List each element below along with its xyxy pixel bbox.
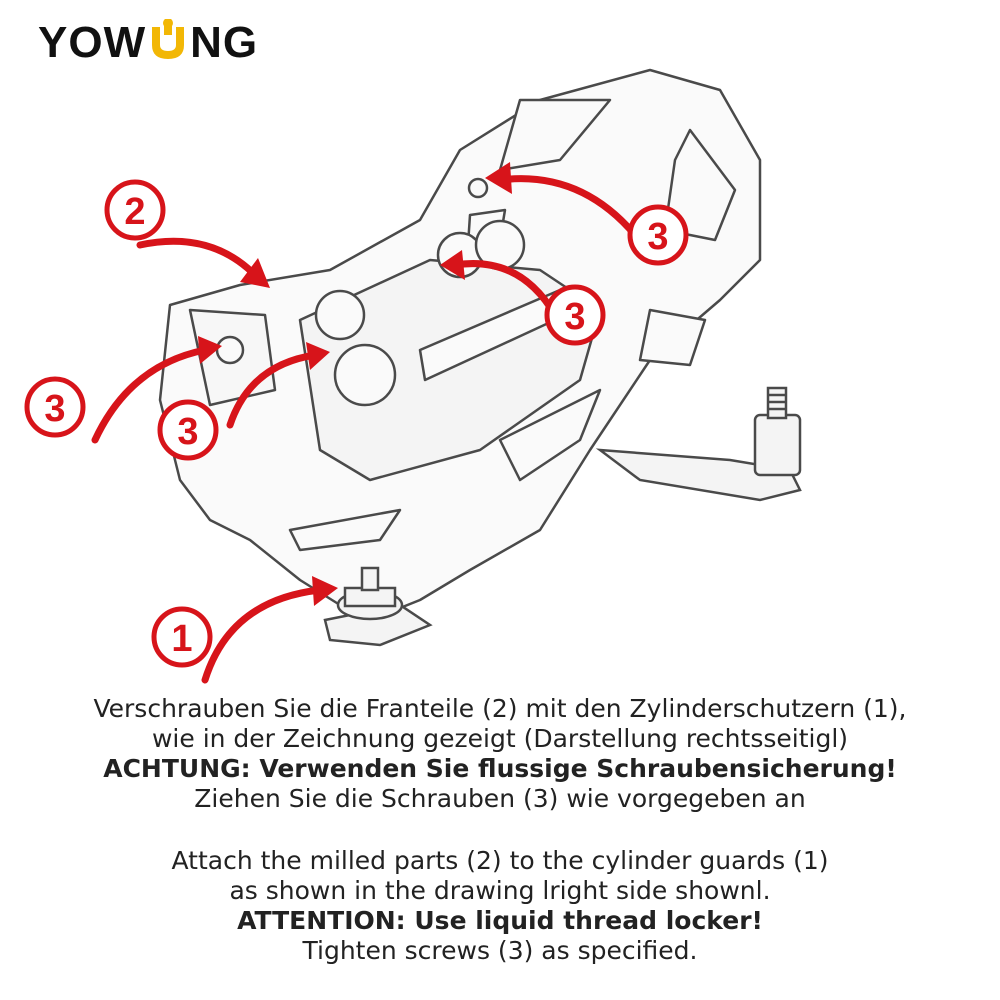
brand-logo: YOW NG <box>38 18 258 68</box>
bottom-mount <box>323 566 433 647</box>
callout-3-left: 3 <box>24 376 86 438</box>
instruction-de-line-1: Verschrauben Sie die Franteile (2) mit d… <box>93 694 907 723</box>
callout-3-top-right: 3 <box>627 204 689 266</box>
callout-3-center: 3 <box>157 399 219 461</box>
right-bracket <box>595 386 802 502</box>
logo-text-left: YOW <box>38 18 147 67</box>
instructions: Verschrauben Sie die Franteile (2) mit d… <box>0 694 1000 966</box>
arrow-1 <box>201 586 324 684</box>
instruction-de-line-4: Ziehen Sie die Schrauben (3) wie vorgege… <box>194 784 806 813</box>
callout-3-label: 3 <box>44 388 65 430</box>
callout-1-label: 1 <box>171 618 192 660</box>
wrench-u-logo-icon <box>152 19 185 59</box>
arrow-heads <box>198 162 512 606</box>
instruction-en-line-4: Tighten screws (3) as specified. <box>302 936 698 965</box>
callout-1: 1 <box>151 606 213 668</box>
arrow-3-mid-right <box>451 260 559 319</box>
instruction-en-line-1: Attach the milled parts (2) to the cylin… <box>171 846 829 875</box>
instruction-de-warning: ACHTUNG: Verwenden Sie flussige Schraube… <box>103 754 897 783</box>
instruction-en-warning: ATTENTION: Use liquid thread locker! <box>237 906 763 935</box>
arrow-2 <box>136 237 259 279</box>
callout-3-label: 3 <box>564 296 585 338</box>
callout-3-mid-right: 3 <box>544 284 606 346</box>
instruction-de-line-2: wie in der Zeichnung gezeigt (Darstellun… <box>151 724 849 753</box>
assembly-drawing: 2 3 3 3 3 1 <box>24 68 802 684</box>
instruction-en-line-2: as shown in the drawing lright side show… <box>229 876 771 905</box>
guard-plate <box>158 68 762 622</box>
arrow-3-top-right <box>496 175 639 239</box>
callout-2: 2 <box>104 179 166 241</box>
section-gap <box>0 814 1000 846</box>
arrow-3-center <box>226 351 319 429</box>
callout-arrows <box>91 175 639 684</box>
arrow-3-left <box>91 346 209 444</box>
callout-3-label: 3 <box>177 411 198 453</box>
callout-3-label: 3 <box>647 216 668 258</box>
logo-text-right: NG <box>190 18 259 67</box>
callout-2-label: 2 <box>124 191 145 233</box>
